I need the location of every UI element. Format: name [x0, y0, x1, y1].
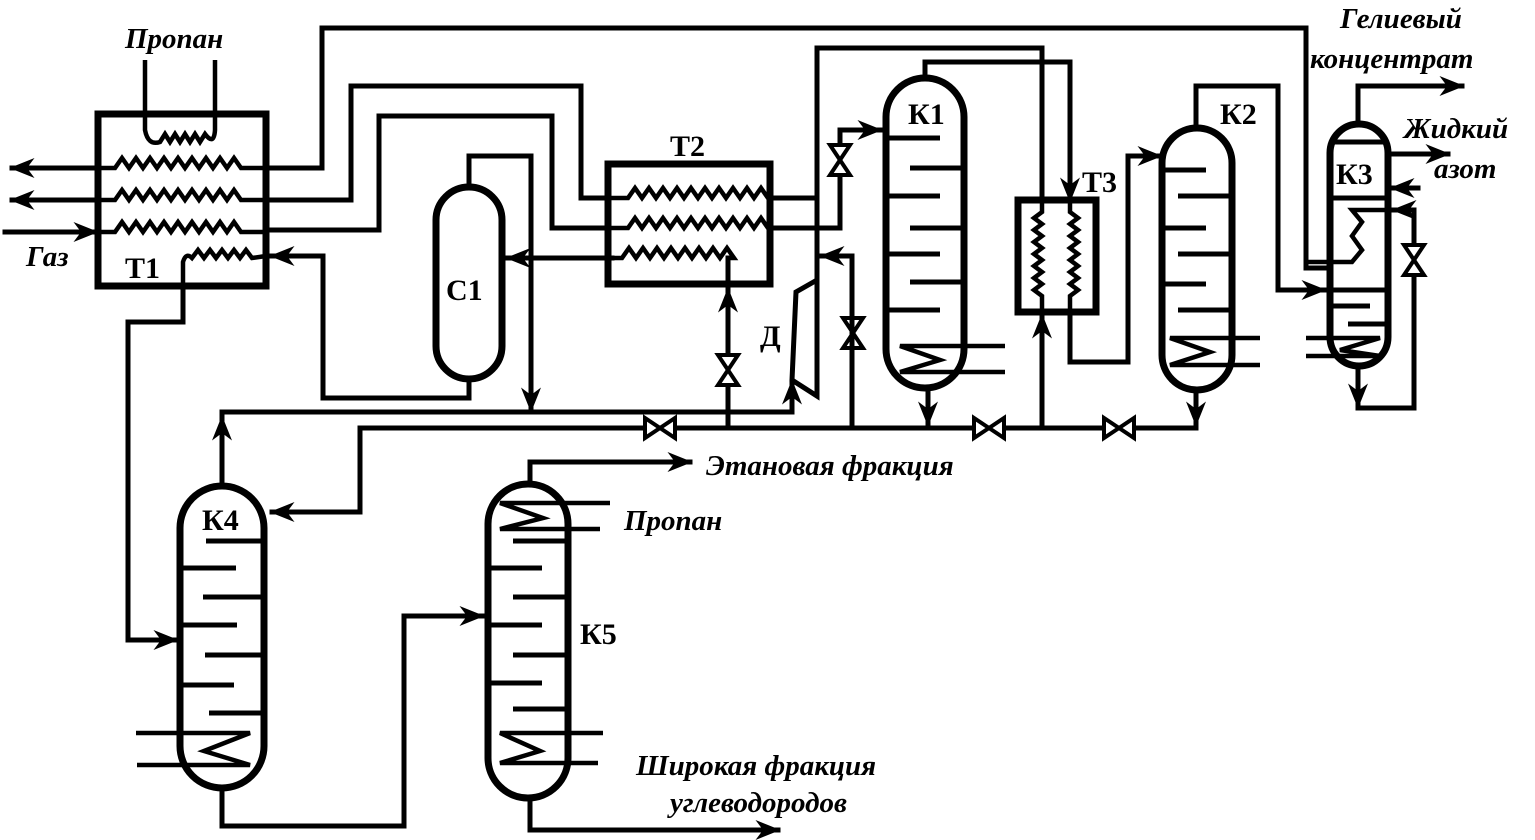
label-t1: Т1 — [125, 252, 160, 285]
k3-internals — [1306, 139, 1392, 359]
label-nitrogen-line2: азот — [1434, 153, 1497, 185]
expander-d — [789, 275, 820, 401]
k4-trays — [183, 538, 261, 716]
pipe-t1-t2-mid — [263, 113, 611, 233]
k5-trays — [491, 538, 565, 712]
pipe-c1-bottom-to-t1 — [320, 253, 472, 401]
valve-header-2[interactable] — [972, 414, 1006, 442]
heat-exchanger-t1 — [94, 60, 270, 295]
valve-t2-line[interactable] — [714, 353, 742, 387]
label-nitrogen-line1: Жидкий — [1402, 113, 1508, 145]
pipe-k4-overhead — [219, 409, 795, 487]
pipe-ethane-outlet — [527, 452, 693, 487]
label-d: Д — [760, 320, 781, 353]
label-c1: С1 — [446, 274, 483, 307]
label-helium-line1: Гелиевый — [1339, 3, 1462, 35]
pipe-helium-outlet — [1355, 76, 1465, 127]
label-t3: Т3 — [1082, 166, 1117, 199]
k5-reboiler — [499, 730, 603, 766]
label-gas-feed: Газ — [25, 241, 69, 273]
label-ngl-line2: углеводородов — [667, 787, 847, 819]
pipe-ngl-outlet — [527, 795, 781, 840]
heat-exchanger-t2 — [604, 160, 774, 288]
pipe-t3-to-k2 — [1067, 146, 1163, 365]
pipe-k1-to-t3-left — [814, 45, 1045, 203]
pipe-t1-t2-upper — [263, 83, 611, 203]
label-propane-k5: Пропан — [623, 505, 722, 537]
label-helium-line2: концентрат — [1310, 43, 1473, 75]
k1-trays — [889, 135, 961, 313]
label-k5: К5 — [580, 618, 617, 651]
pipe-t1-to-k3 — [263, 25, 1331, 271]
column-k2 — [1158, 124, 1236, 394]
label-k4: К4 — [202, 504, 239, 537]
pipe-k2-overhead-to-k3 — [1193, 83, 1327, 300]
label-propane-inlet: Пропан — [124, 23, 223, 55]
label-t2: Т2 — [670, 130, 705, 163]
k2-reboiler — [1169, 335, 1260, 368]
pipe-k4-to-k5 — [219, 606, 485, 829]
k2-trays — [1165, 167, 1229, 313]
valve-k3-recycle[interactable] — [1400, 243, 1428, 277]
k1-reboiler — [899, 343, 1005, 375]
pipe-t2-to-k1 — [767, 120, 883, 231]
label-ethane-fraction: Этановая фракция — [706, 450, 954, 482]
pipe-k1-overhead-to-t3 — [922, 59, 1073, 201]
valve-header-3[interactable] — [1102, 414, 1136, 442]
valve-header-1[interactable] — [643, 414, 677, 442]
pipe-c1-overhead — [466, 153, 541, 413]
pipe-t1-to-k4-feed — [125, 287, 186, 650]
heat-exchanger-t3 — [1014, 196, 1100, 316]
valve-k1-feed[interactable] — [826, 143, 854, 177]
label-k3: К3 — [1336, 158, 1373, 191]
label-k2: К2 — [1220, 98, 1257, 131]
k4-reboiler — [136, 730, 251, 768]
label-ngl-line1: Широкая фракция — [635, 750, 876, 782]
k5-condenser — [499, 500, 610, 532]
label-k1: К1 — [908, 98, 945, 131]
